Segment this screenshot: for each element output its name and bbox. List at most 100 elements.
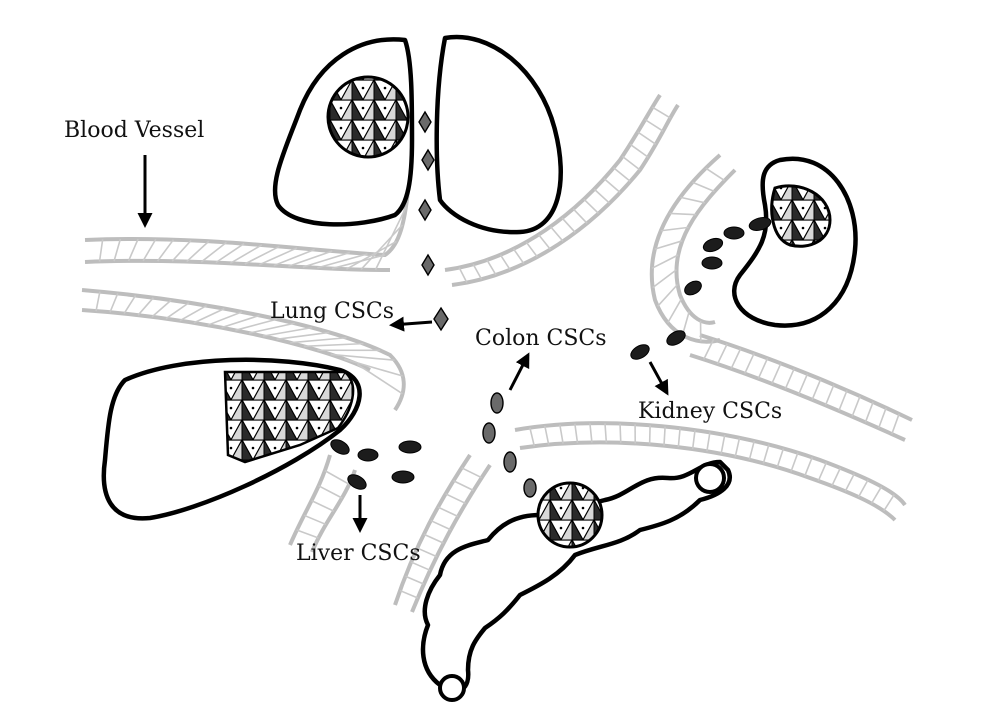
colon (420, 459, 732, 702)
vessel-cell-divider (784, 368, 795, 390)
vessel-cell-divider (877, 407, 887, 429)
vessel-cell-divider (549, 226, 564, 242)
vessel-cell-divider (399, 589, 419, 599)
vessel-cell-divider (235, 318, 278, 332)
vessel-cell-divider (499, 254, 511, 271)
vessel-cell-divider (165, 302, 190, 320)
colon-start-circle (438, 674, 466, 702)
vessel-cell-divider (486, 259, 497, 276)
vessel-cell-divider (891, 413, 900, 435)
vessel-cell-divider (803, 457, 813, 477)
vessel-cell-divider (215, 242, 245, 264)
vessel-cell-divider (410, 561, 431, 572)
vessel-cell-divider (644, 118, 664, 132)
liver (101, 357, 362, 521)
colon-circulating-cscs (482, 392, 537, 498)
blood-vessel-label: Blood Vessel (64, 118, 204, 143)
vessel-cell-divider (652, 269, 677, 289)
kidney-cscs-arrow (648, 361, 669, 396)
vessel-cell-divider (127, 238, 139, 262)
vessel-cell-divider (262, 326, 313, 337)
vessel-cell-divider (276, 331, 330, 341)
vessel-cell-divider (629, 143, 649, 158)
vessel-cell-divider (290, 336, 347, 344)
vessel-cell-divider (864, 401, 874, 423)
vessel-cell-divider (730, 348, 742, 370)
vessel-cell-divider (771, 363, 782, 384)
vessel-cell-divider (692, 181, 715, 193)
vessel-cell-divider (870, 486, 883, 504)
vessel-cell-divider (109, 293, 119, 313)
vessel-cell-divider (137, 297, 154, 316)
vessel-cell-divider (776, 448, 785, 468)
vessel-cell-divider (157, 239, 175, 262)
vessel-cell-divider (651, 254, 679, 270)
lung-cscs-arrow (389, 316, 433, 332)
vessel-cell-divider (453, 480, 474, 492)
vessel-cell-divider (200, 241, 227, 263)
vessel-cell-divider (593, 188, 611, 204)
vessel-cell-divider (589, 423, 593, 443)
vessel-cell-divider (790, 452, 799, 472)
vessel-cell-divider (193, 307, 225, 324)
arrows (137, 155, 669, 533)
vessel-cell-divider (296, 529, 319, 539)
vessel-cell-divider (405, 575, 425, 585)
colon-tumor (536, 481, 604, 549)
vessel-cell-divider (113, 238, 122, 262)
vessel-cell-divider (525, 241, 538, 258)
vessel-cell-divider (303, 342, 364, 348)
vessel-cell-divider (288, 250, 333, 268)
vessel-cell-divider (171, 239, 192, 262)
vessel-cell-divider (229, 244, 263, 264)
lung-tumor (326, 75, 410, 159)
colon-cscs-label: Colon CSCs (475, 326, 607, 351)
vessel-cell-divider (716, 343, 728, 365)
vessel-cell-divider (437, 506, 459, 518)
vessel-cell-divider (757, 357, 769, 379)
vessel-cell-divider (461, 467, 483, 479)
vessel-cell-divider (654, 240, 683, 250)
vessel-cell-divider (151, 299, 172, 318)
vessel-cell-divider (574, 423, 579, 444)
vessel-cell-divider (248, 322, 295, 334)
vessel-cell-divider (720, 434, 726, 454)
vessel-cell-divider (529, 427, 536, 447)
vessel-cell-divider (318, 485, 343, 499)
vessel-cell-divider (651, 106, 671, 119)
vessel-cell-divider (561, 217, 576, 234)
colon-end-circle (694, 462, 726, 494)
vessel-cell-divider (663, 426, 666, 446)
vessel-cell-divider (705, 167, 726, 182)
liver-circulating-cscs (330, 439, 422, 490)
vessel-cell-divider (603, 178, 621, 194)
vessel-cell-divider (559, 424, 564, 444)
vessel-cell-divider (824, 384, 835, 406)
vessel-cell-divider (311, 499, 335, 512)
vessel-cell-divider (660, 226, 689, 232)
vessel-cell-divider (669, 212, 697, 216)
vessel-cell-divider (619, 423, 622, 443)
vessel-cell-divider (244, 245, 280, 265)
vessel-cell-divider (537, 234, 551, 250)
vessel-cell-divider (706, 432, 711, 452)
vessel-cell-divider (512, 248, 525, 265)
vessel-cell-divider (207, 311, 243, 326)
vessel-cell-divider (748, 440, 755, 461)
vessel-cell-divider (416, 547, 438, 558)
vessel-cell-divider (430, 519, 452, 531)
vessel-cell-divider (572, 208, 588, 224)
lung-circulating-cscs (418, 110, 449, 332)
vessel-cell-divider (360, 224, 404, 271)
vessel-cell-divider (303, 514, 327, 526)
right-lung (434, 34, 563, 235)
vessel-cell-divider (691, 430, 696, 450)
vessel-cell-divider (346, 240, 397, 270)
vessel-cell-divider (831, 467, 842, 487)
vessel-cell-divider (317, 253, 368, 269)
vessel-cell-divider (744, 352, 755, 374)
vessel-cell-divider (458, 267, 468, 283)
vessel-cell-divider (883, 494, 895, 512)
vessel-wall-cells (95, 106, 900, 599)
